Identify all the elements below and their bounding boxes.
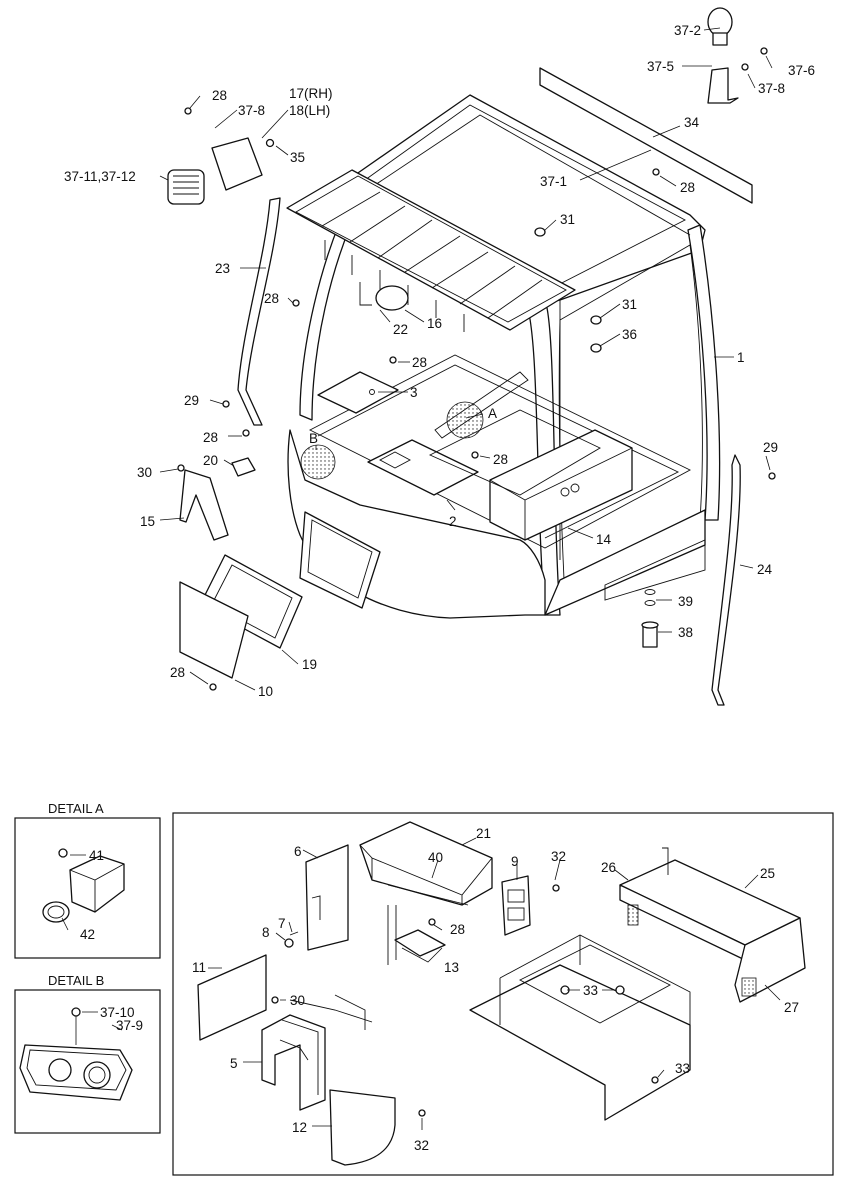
label-22: 22 bbox=[393, 322, 408, 337]
label-26: 26 bbox=[601, 860, 616, 875]
label-28: 28 bbox=[680, 180, 695, 195]
label-9: 9 bbox=[511, 854, 519, 869]
label-37-10: 37-10 bbox=[100, 1005, 135, 1020]
mirror-16 bbox=[359, 282, 409, 311]
label-13: 13 bbox=[444, 960, 459, 975]
label-35: 35 bbox=[290, 150, 305, 165]
detail-marker-b bbox=[300, 444, 336, 480]
label-37-9: 37-9 bbox=[116, 1018, 143, 1033]
label-36: 36 bbox=[622, 327, 637, 342]
label-12: 12 bbox=[292, 1120, 307, 1135]
label-28: 28 bbox=[493, 452, 508, 467]
label-29: 29 bbox=[184, 393, 199, 408]
label-28: 28 bbox=[203, 430, 218, 445]
lower-parts-panel: 6 21 40 9 32 26 25 7 8 28 13 11 30 33 27… bbox=[172, 812, 834, 1176]
label-30: 30 bbox=[290, 993, 305, 1008]
label-39: 39 bbox=[678, 594, 693, 609]
label-32: 32 bbox=[551, 849, 566, 864]
cab-internals bbox=[317, 371, 633, 541]
main-labels: 37-2 37-5 37-6 37-8 34 37-1 28 28 37-8 1… bbox=[64, 23, 815, 699]
label-32: 32 bbox=[414, 1138, 429, 1153]
label-2: 2 bbox=[449, 514, 457, 529]
label-37-2: 37-2 bbox=[674, 23, 701, 38]
fasteners bbox=[177, 47, 776, 691]
label-28: 28 bbox=[412, 355, 427, 370]
label-28: 28 bbox=[450, 922, 465, 937]
label-33: 33 bbox=[675, 1061, 690, 1076]
roof-guard bbox=[286, 169, 576, 332]
label-41: 41 bbox=[89, 848, 104, 863]
label-34: 34 bbox=[684, 115, 700, 130]
label-10: 10 bbox=[258, 684, 273, 699]
grab-rods bbox=[237, 197, 741, 706]
front-panels bbox=[179, 511, 381, 679]
label-detail-b: B bbox=[309, 431, 318, 446]
label-16: 16 bbox=[427, 316, 442, 331]
label-14: 14 bbox=[596, 532, 612, 547]
label-29: 29 bbox=[763, 440, 778, 455]
detail-a-title: DETAIL A bbox=[48, 801, 104, 816]
label-detail-a: A bbox=[488, 406, 497, 421]
label-20: 20 bbox=[203, 453, 218, 468]
bracket-15 bbox=[179, 469, 229, 541]
label-28: 28 bbox=[212, 88, 227, 103]
label-15: 15 bbox=[140, 514, 155, 529]
label-37-1: 37-1 bbox=[540, 174, 567, 189]
beacon-bracket bbox=[707, 7, 739, 104]
label-38: 38 bbox=[678, 625, 693, 640]
label-7: 7 bbox=[278, 916, 286, 931]
label-37-11-37-12: 37-11,37-12 bbox=[64, 169, 136, 184]
label-21: 21 bbox=[476, 826, 491, 841]
work-lamp bbox=[167, 137, 263, 205]
label-31: 31 bbox=[622, 297, 637, 312]
label-23: 23 bbox=[215, 261, 230, 276]
leader-lines bbox=[159, 27, 773, 691]
detail-marker-a bbox=[446, 401, 484, 439]
label-27: 27 bbox=[784, 1000, 799, 1015]
label-37-6: 37-6 bbox=[788, 63, 815, 78]
label-19: 19 bbox=[302, 657, 317, 672]
label-37-5: 37-5 bbox=[647, 59, 674, 74]
label-17-rh: 17(RH) bbox=[289, 86, 333, 101]
detail-a-panel: DETAIL A 41 42 bbox=[14, 801, 161, 959]
label-5: 5 bbox=[230, 1056, 238, 1071]
label-11: 11 bbox=[192, 960, 206, 975]
label-24: 24 bbox=[757, 562, 773, 577]
detail-b-title: DETAIL B bbox=[48, 973, 104, 988]
label-40: 40 bbox=[428, 850, 443, 865]
plate-20 bbox=[231, 457, 256, 477]
label-28: 28 bbox=[264, 291, 279, 306]
label-1: 1 bbox=[737, 350, 745, 365]
label-28: 28 bbox=[170, 665, 185, 680]
label-30: 30 bbox=[137, 465, 152, 480]
label-37-8: 37-8 bbox=[758, 81, 785, 96]
label-3: 3 bbox=[410, 385, 418, 400]
label-6: 6 bbox=[294, 844, 302, 859]
label-31: 31 bbox=[560, 212, 575, 227]
label-42: 42 bbox=[80, 927, 95, 942]
label-25: 25 bbox=[760, 866, 775, 881]
label-18-lh: 18(LH) bbox=[289, 103, 330, 118]
label-8: 8 bbox=[262, 925, 270, 940]
label-33: 33 bbox=[583, 983, 598, 998]
detail-b-panel: DETAIL B 37-10 37-9 bbox=[14, 973, 161, 1134]
label-37-8: 37-8 bbox=[238, 103, 265, 118]
mount-38 bbox=[641, 589, 659, 648]
rear-bar-34 bbox=[539, 67, 753, 204]
